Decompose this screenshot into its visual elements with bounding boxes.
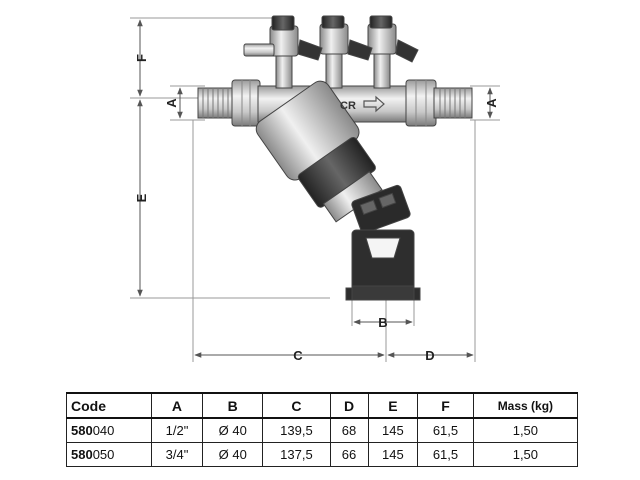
cell-a: 1/2" (150, 417, 204, 443)
dim-label-e: E (134, 193, 149, 202)
cell-a: 3/4" (150, 442, 204, 467)
valve-technical-drawing: F E A A B C D (130, 15, 500, 363)
valve-illustration (197, 15, 473, 301)
dim-label-b: B (378, 315, 387, 330)
cell-c: 139,5 (262, 417, 331, 443)
header-d: D (329, 392, 369, 419)
cell-f: 61,5 (417, 417, 474, 443)
code-suffix: 050 (92, 447, 115, 462)
dimension-lines (137, 19, 493, 358)
dim-label-c: C (293, 348, 303, 363)
cell-d: 68 (329, 417, 369, 443)
extension-lines (130, 17, 500, 362)
dim-label-a-left: A (164, 98, 179, 108)
cell-b: Ø 40 (202, 442, 264, 467)
cell-code: 580040 (66, 417, 152, 443)
cell-e: 145 (367, 417, 419, 443)
flow-arrow-icon (363, 95, 385, 113)
table-row: 580040 1/2" Ø 40 139,5 68 145 61,5 1,50 (66, 417, 579, 443)
dim-label-f: F (134, 54, 149, 62)
table-header-row: Code A B C D E F Mass (kg) (66, 392, 579, 419)
header-f: F (417, 392, 474, 419)
cell-mass: 1,50 (472, 442, 579, 467)
cell-mass: 1,50 (472, 417, 579, 443)
cell-c: 137,5 (262, 442, 331, 467)
code-prefix: 580 (71, 423, 93, 438)
table-row: 580050 3/4" Ø 40 137,5 66 145 61,5 1,50 (66, 442, 579, 467)
header-c: C (262, 392, 331, 419)
header-b: B (202, 392, 264, 419)
header-mass: Mass (kg) (472, 392, 579, 419)
cell-b: Ø 40 (202, 417, 264, 443)
cell-e: 145 (367, 442, 419, 467)
dim-label-a-right: A (484, 98, 499, 108)
code-suffix: 040 (92, 423, 115, 438)
cell-f: 61,5 (417, 442, 474, 467)
specification-table: Code A B C D E F Mass (kg) 580040 1/2" Ø… (66, 392, 579, 467)
header-code: Code (66, 392, 152, 419)
header-e: E (367, 392, 419, 419)
code-prefix: 580 (71, 447, 93, 462)
dim-label-d: D (425, 348, 434, 363)
body-mark: CR (340, 100, 356, 112)
cell-d: 66 (329, 442, 369, 467)
header-a: A (150, 392, 204, 419)
cell-code: 580050 (66, 442, 152, 467)
